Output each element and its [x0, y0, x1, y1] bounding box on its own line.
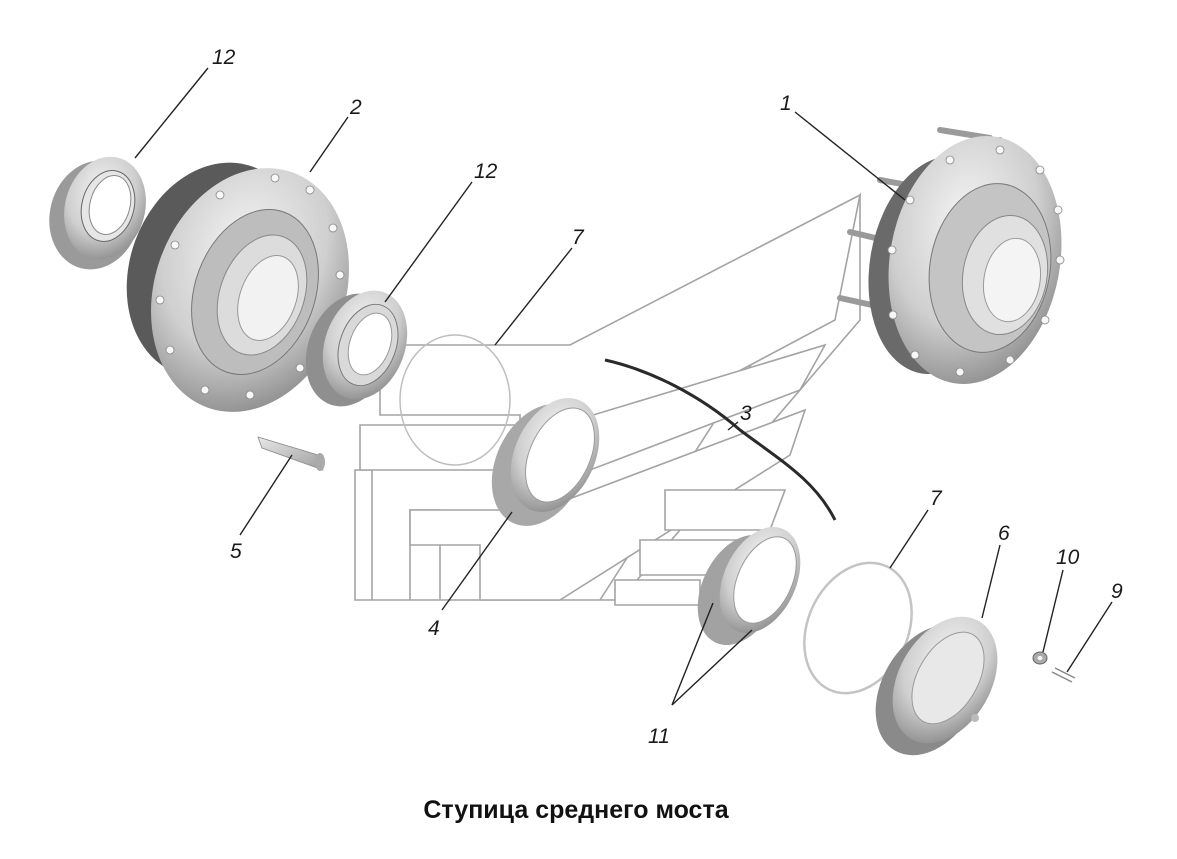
cap-6-part	[875, 616, 998, 756]
bearing-race-left-part	[49, 156, 146, 270]
callout-7-upper: 7	[572, 226, 585, 249]
hub-flange-part	[126, 162, 349, 412]
cotter-pin-9-part	[1051, 667, 1076, 683]
callout-12-left: 12	[212, 46, 236, 69]
diagram-title: Ступица среднего моста	[423, 796, 729, 824]
callout-4: 4	[428, 617, 440, 640]
callout-10: 10	[1056, 546, 1080, 569]
callout-11: 11	[648, 725, 670, 748]
callout-3: 3	[740, 402, 752, 425]
rings-11-part	[697, 527, 801, 645]
callout-2: 2	[349, 96, 362, 119]
callout-12-middle: 12	[474, 160, 498, 183]
watermark-logo	[354, 192, 862, 606]
seal-wire-part	[604, 358, 837, 521]
stud-part	[257, 436, 325, 471]
hub-assembly-part	[837, 127, 1065, 384]
washer-10-part	[1032, 651, 1048, 665]
bearing-middle-part	[305, 290, 408, 407]
leader-lines	[134, 67, 1113, 706]
callout-1: 1	[780, 92, 792, 115]
ring-4-part	[491, 398, 600, 526]
callout-5: 5	[230, 540, 242, 563]
callout-6: 6	[998, 522, 1010, 545]
callout-7-lower: 7	[930, 487, 943, 510]
callout-9: 9	[1111, 580, 1123, 603]
